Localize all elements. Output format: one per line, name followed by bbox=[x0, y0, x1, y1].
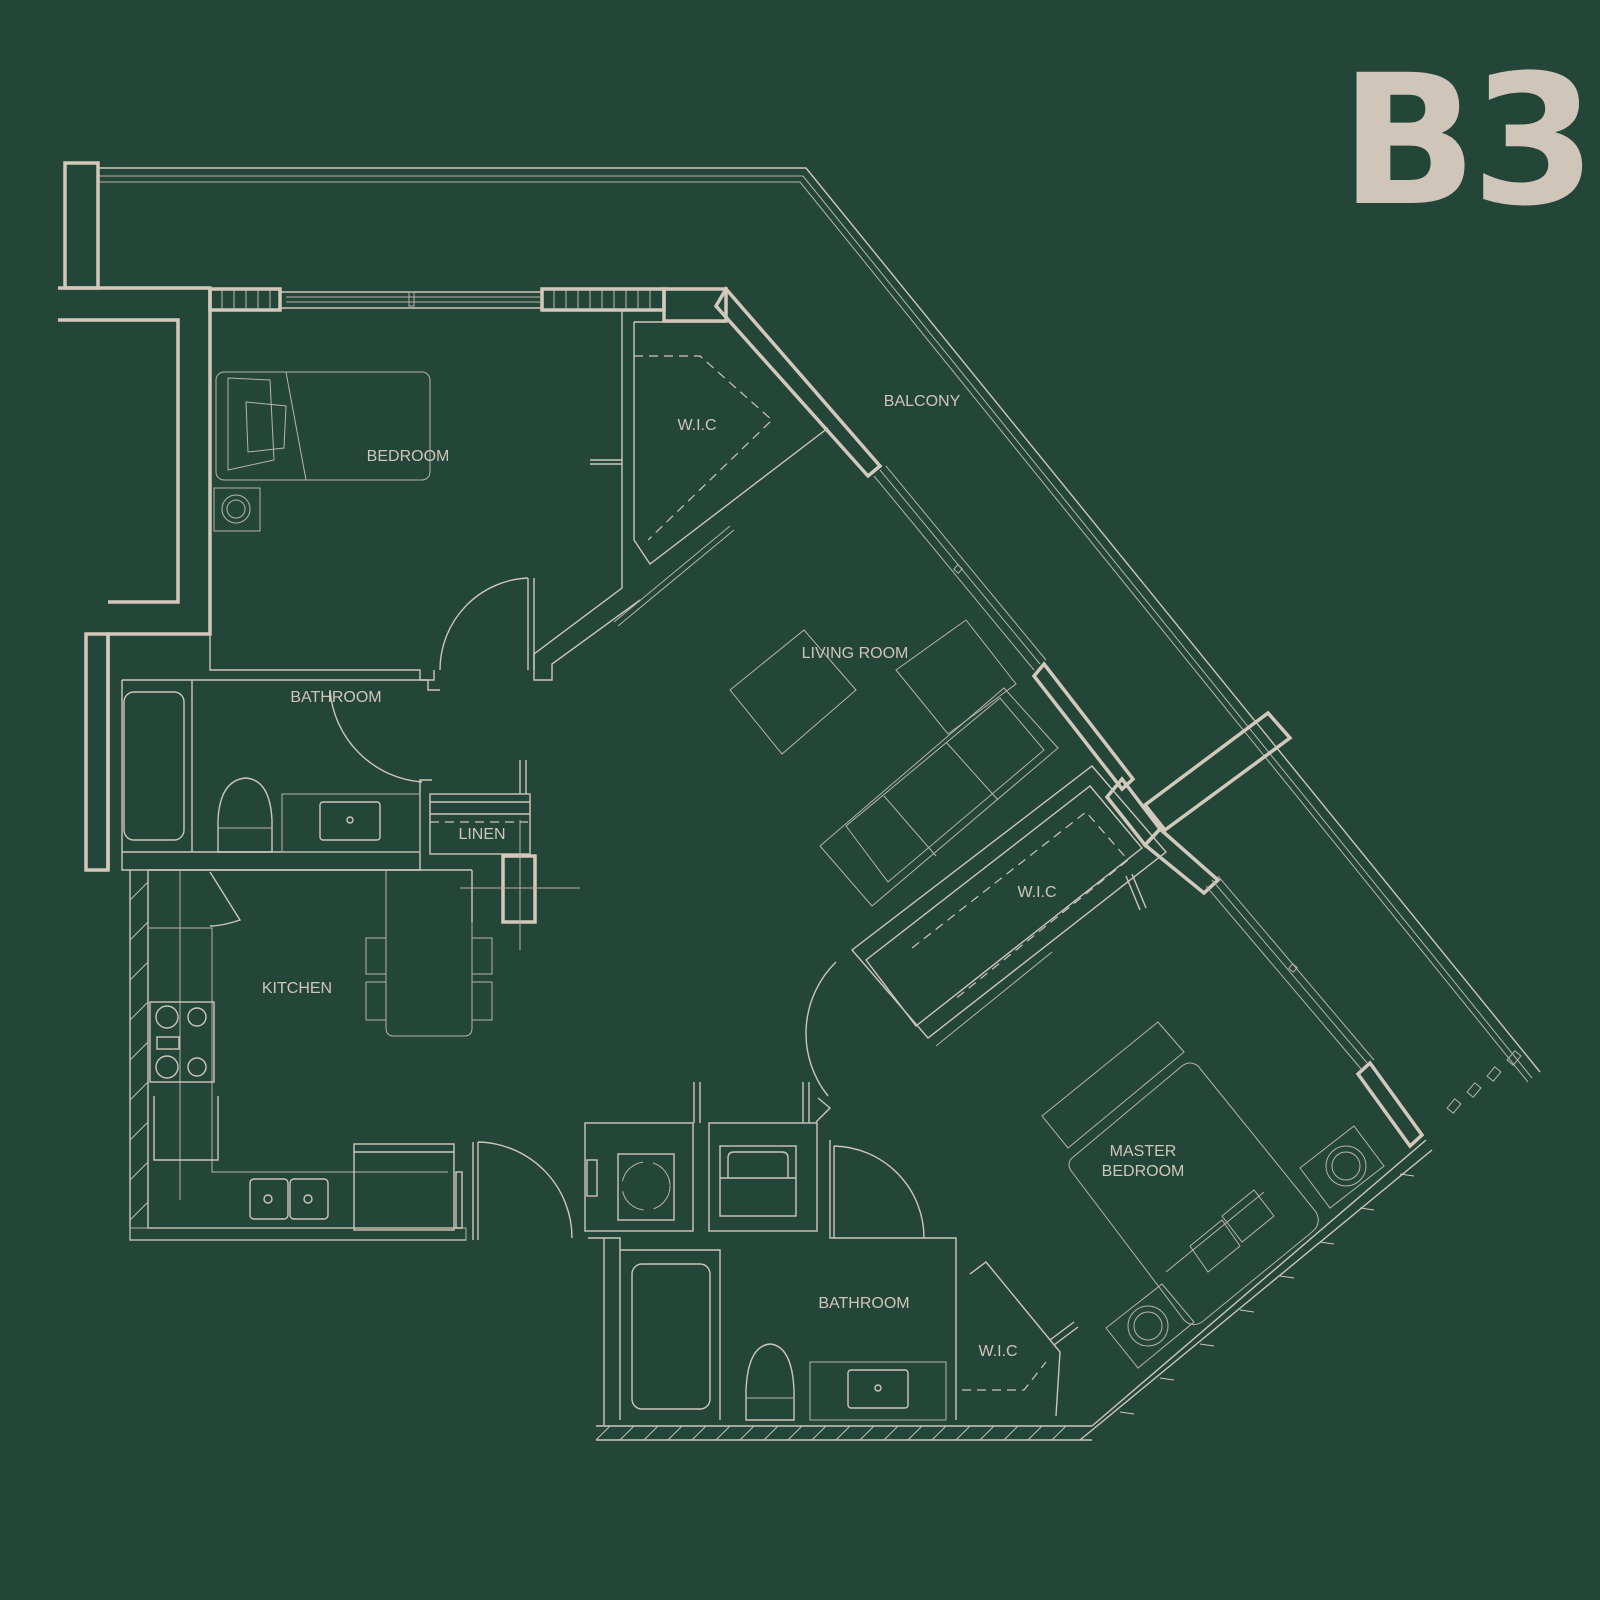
room-label-master-bedroom: MASTER BEDROOM bbox=[1101, 1143, 1185, 1180]
entry-door bbox=[472, 1141, 573, 1240]
bedroom-walls bbox=[209, 310, 829, 681]
living-room-furniture bbox=[729, 619, 1059, 907]
room-label-linen: LINEN bbox=[458, 826, 506, 843]
room-label-bathroom-1: BATHROOM bbox=[290, 689, 382, 706]
room-label-balcony: BALCONY bbox=[883, 393, 961, 410]
room-label-living-room: LIVING ROOM bbox=[801, 645, 909, 662]
laundry-and-bathroom-2 bbox=[584, 1082, 1092, 1441]
room-label-bedroom: BEDROOM bbox=[366, 448, 450, 465]
exterior-walls bbox=[58, 286, 1425, 1149]
room-label-wic-2: W.I.C bbox=[1017, 884, 1057, 901]
wic-3-walls bbox=[962, 1261, 1079, 1417]
balcony-railing bbox=[63, 161, 1541, 1083]
room-label-kitchen: KITCHEN bbox=[261, 980, 333, 997]
room-label-bathroom-2: BATHROOM bbox=[818, 1295, 910, 1312]
room-label-wic-3: W.I.C bbox=[978, 1343, 1018, 1360]
unit-code-title: B3 bbox=[1340, 37, 1596, 246]
kitchen bbox=[129, 869, 493, 1241]
room-label-wic-1: W.I.C bbox=[677, 417, 717, 434]
master-bedroom bbox=[1041, 1021, 1522, 1441]
bathroom-1 bbox=[84, 632, 440, 872]
linen-closet bbox=[429, 760, 580, 950]
wic-2-walls bbox=[805, 765, 1168, 1097]
